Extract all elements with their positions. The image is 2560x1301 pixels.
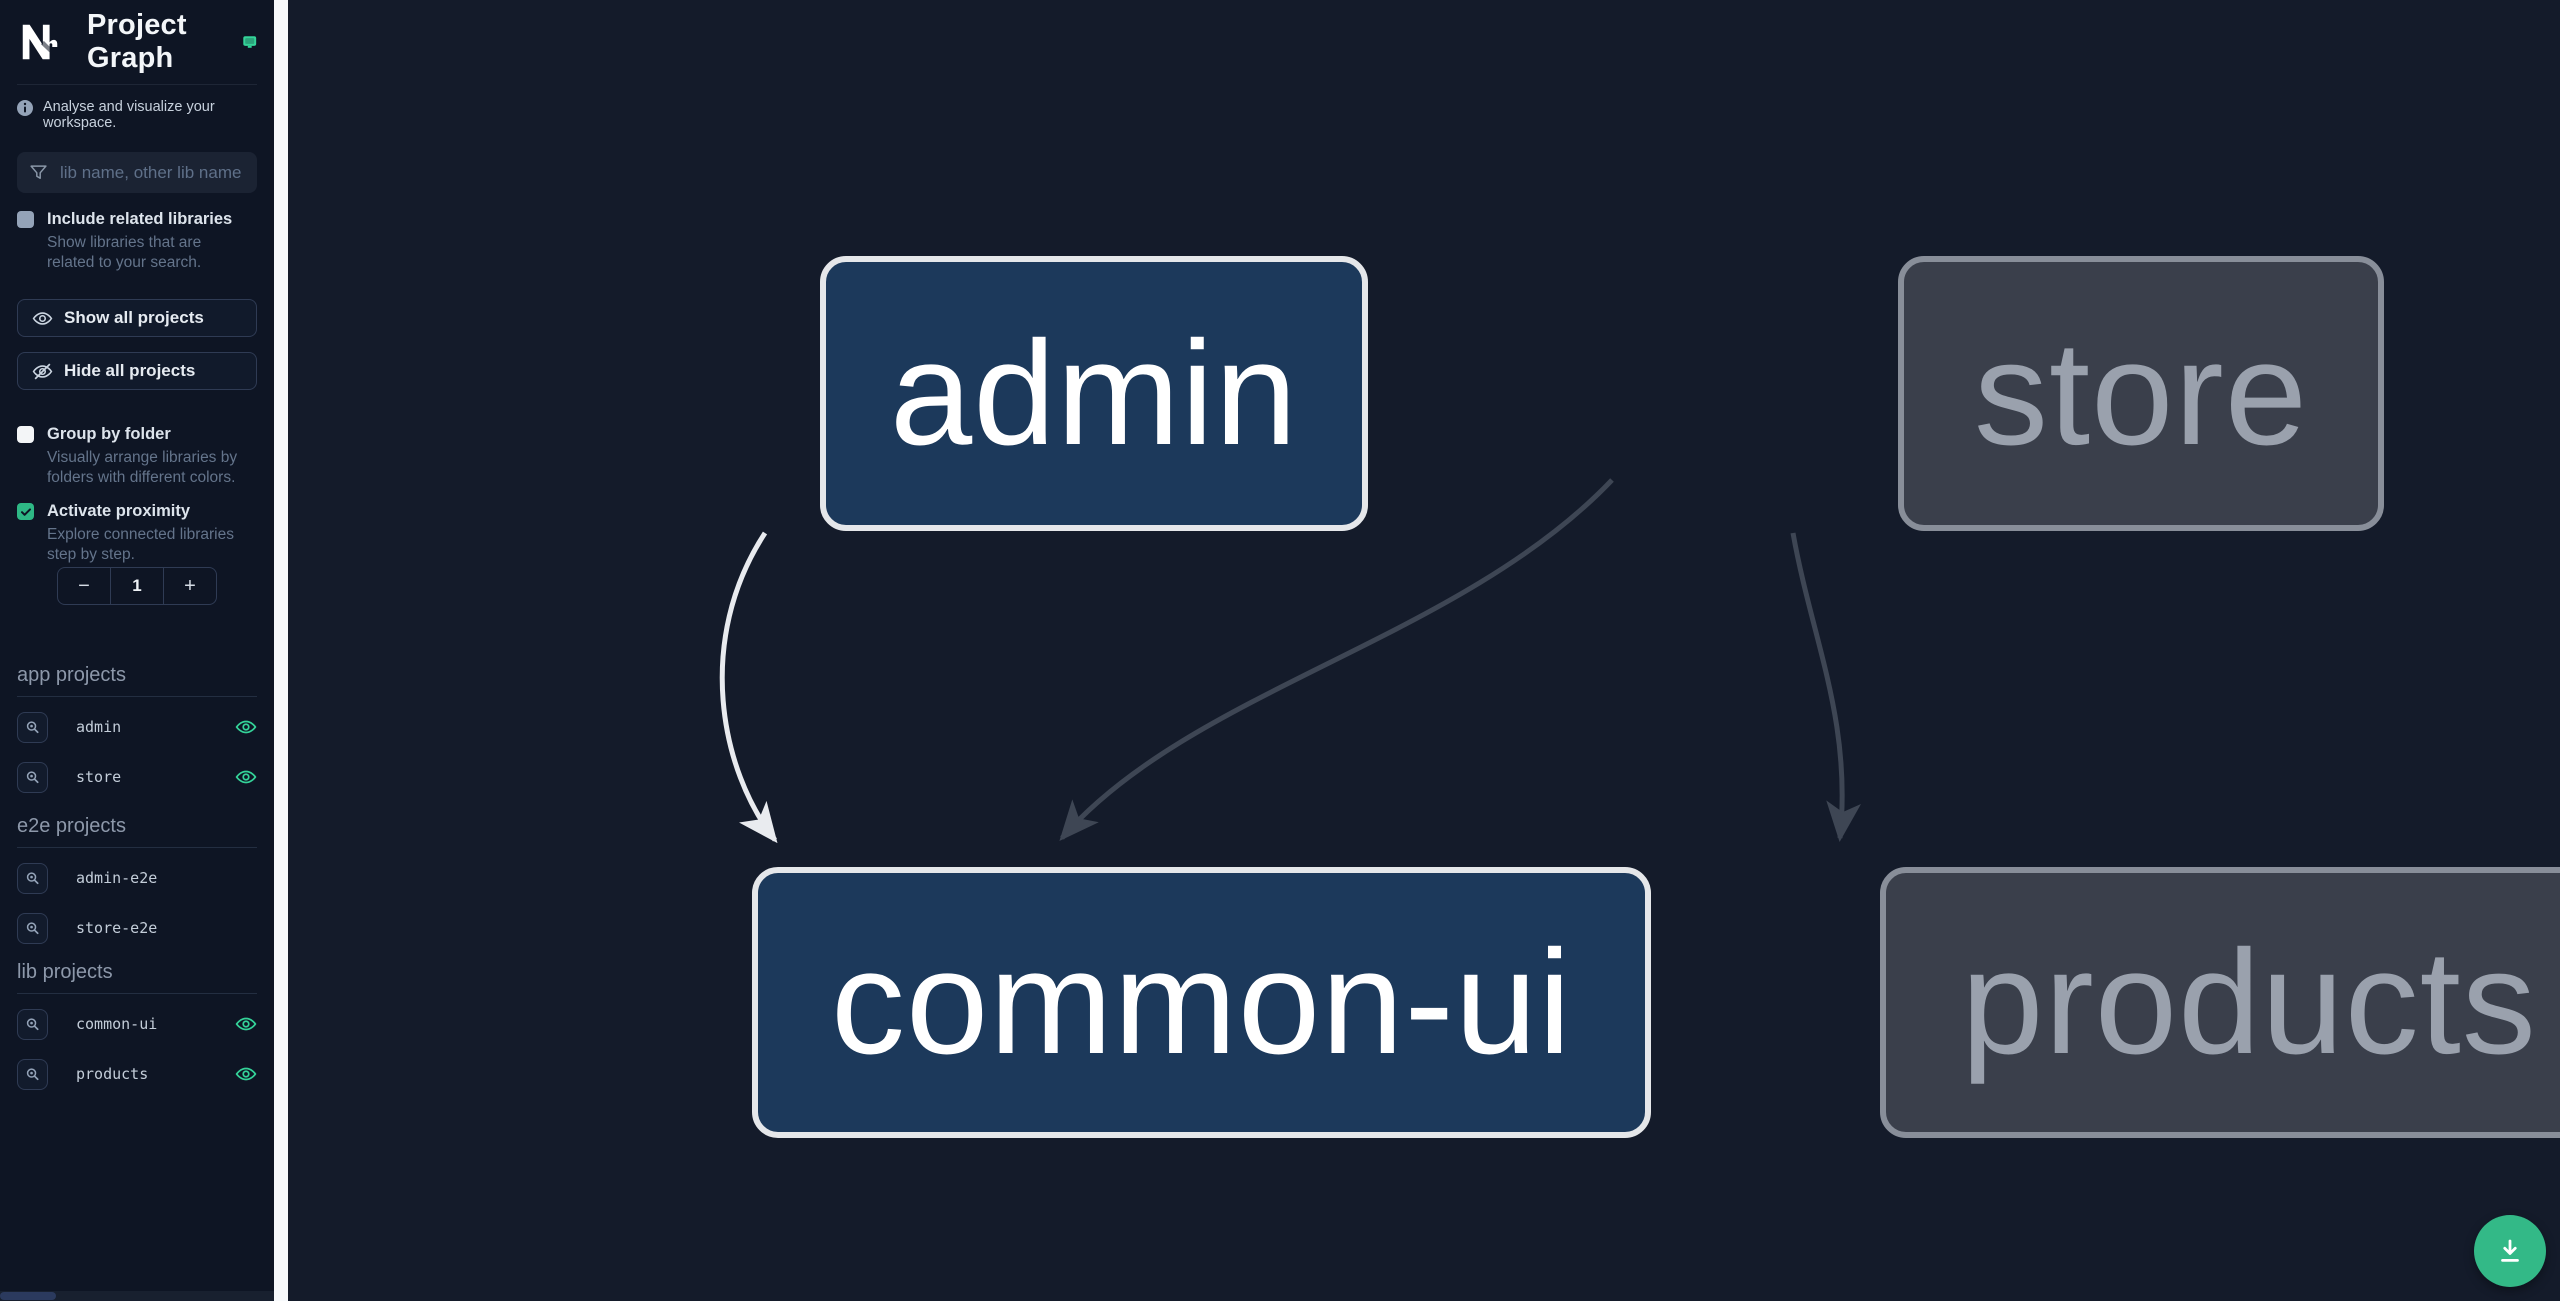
checkbox-unchecked-icon[interactable] [17, 211, 34, 228]
include-related-checkbox[interactable]: Include related libraries Show libraries… [17, 209, 257, 274]
graph-canvas[interactable]: admin store common-ui products [288, 0, 2560, 1301]
section-app-projects: app projects admin [17, 664, 257, 797]
edge-store-common-ui [1059, 478, 1614, 842]
visibility-eye-icon[interactable] [235, 1063, 257, 1085]
visibility-eye-icon[interactable] [235, 766, 257, 788]
sidebar-separator [274, 0, 288, 1301]
download-icon [2501, 1239, 2519, 1262]
project-row-store: store [17, 757, 257, 797]
section-title: lib projects [17, 961, 257, 994]
info-icon [17, 100, 33, 116]
increment-button[interactable]: + [163, 568, 216, 604]
horizontal-scrollbar-thumb[interactable] [0, 1292, 56, 1300]
monitor-icon [242, 36, 256, 48]
checkbox-checked-icon[interactable] [17, 503, 34, 520]
node-label: admin [889, 310, 1299, 476]
focus-icon [26, 1067, 39, 1080]
focus-project-button[interactable] [17, 862, 48, 894]
node-label: common-ui [831, 919, 1572, 1085]
show-all-label: Show all projects [64, 308, 204, 327]
search-input[interactable] [60, 162, 245, 183]
node-label: products [1961, 919, 2537, 1085]
plus-label: + [184, 574, 196, 597]
project-name[interactable]: admin [76, 718, 122, 736]
focus-project-button[interactable] [17, 761, 48, 793]
filter-icon [30, 165, 47, 180]
focus-project-button[interactable] [17, 912, 48, 944]
option-description: Explore connected libraries step by step… [47, 525, 234, 564]
eye-off-icon [32, 363, 53, 379]
activate-proximity-checkbox[interactable]: Activate proximity Explore connected lib… [17, 501, 257, 566]
depth-value: 1 [110, 568, 163, 604]
search-box [17, 152, 257, 193]
section-lib-projects: lib projects common-ui [17, 961, 257, 1094]
focus-icon [26, 770, 39, 783]
option-label: Include related libraries [47, 210, 233, 228]
focus-project-button[interactable] [17, 711, 48, 743]
focus-project-button[interactable] [17, 1058, 48, 1090]
download-graph-button[interactable] [2474, 1215, 2546, 1287]
project-name[interactable]: store-e2e [76, 919, 158, 937]
option-label: Activate proximity [47, 502, 191, 520]
eye-icon [32, 311, 53, 325]
proximity-depth-stepper: − 1 + [57, 567, 217, 605]
minus-label: − [78, 574, 90, 597]
checkbox-unchecked-icon[interactable] [17, 426, 34, 443]
focus-icon [26, 720, 39, 733]
section-title: e2e projects [17, 815, 257, 848]
decrement-button[interactable]: − [58, 568, 110, 604]
graph-node-products[interactable]: products [1880, 867, 2560, 1138]
focus-icon [26, 871, 39, 884]
graph-node-store[interactable]: store [1898, 256, 2384, 531]
graph-node-common-ui[interactable]: common-ui [752, 867, 1651, 1138]
graph-node-admin[interactable]: admin [820, 256, 1368, 531]
section-e2e-projects: e2e projects admin-e2e [17, 815, 257, 948]
focus-icon [26, 1017, 39, 1030]
hide-all-projects-button[interactable]: Hide all projects [17, 352, 257, 390]
tagline-text: Analyse and visualize your workspace. [43, 99, 215, 131]
workspace-tagline: Analyse and visualize your workspace. [17, 99, 257, 131]
project-row-products: products [17, 1054, 257, 1094]
node-label: store [1973, 310, 2309, 476]
show-all-projects-button[interactable]: Show all projects [17, 299, 257, 337]
project-name[interactable]: store [76, 768, 122, 786]
edge-admin-common-ui [719, 531, 778, 844]
visibility-eye-icon[interactable] [235, 1013, 257, 1035]
visibility-eye-icon[interactable] [235, 716, 257, 738]
option-description: Show libraries that are related to your … [47, 233, 202, 272]
focus-project-button[interactable] [17, 1008, 48, 1040]
option-description: Visually arrange libraries by folders wi… [47, 448, 238, 487]
project-row-common-ui: common-ui [17, 1004, 257, 1044]
check-icon [20, 507, 31, 516]
project-name[interactable]: common-ui [76, 1015, 158, 1033]
project-name[interactable]: admin-e2e [76, 869, 158, 887]
group-by-folder-checkbox[interactable]: Group by folder Visually arrange librari… [17, 424, 257, 489]
page-title: Project Graph [87, 9, 187, 74]
edge-store-products [1790, 532, 1862, 842]
nx-logo [22, 24, 58, 60]
sidebar: Project Graph Analyse and visualize your… [0, 0, 274, 1301]
project-row-admin-e2e: admin-e2e [17, 858, 257, 898]
project-name[interactable]: products [76, 1065, 149, 1083]
focus-icon [26, 921, 39, 934]
project-row-admin: admin [17, 707, 257, 747]
hide-all-label: Hide all projects [64, 361, 196, 380]
project-row-store-e2e: store-e2e [17, 908, 257, 948]
section-title: app projects [17, 664, 257, 697]
sidebar-header: Project Graph [17, 0, 257, 85]
horizontal-scrollbar [0, 1291, 274, 1301]
option-label: Group by folder [47, 425, 171, 443]
